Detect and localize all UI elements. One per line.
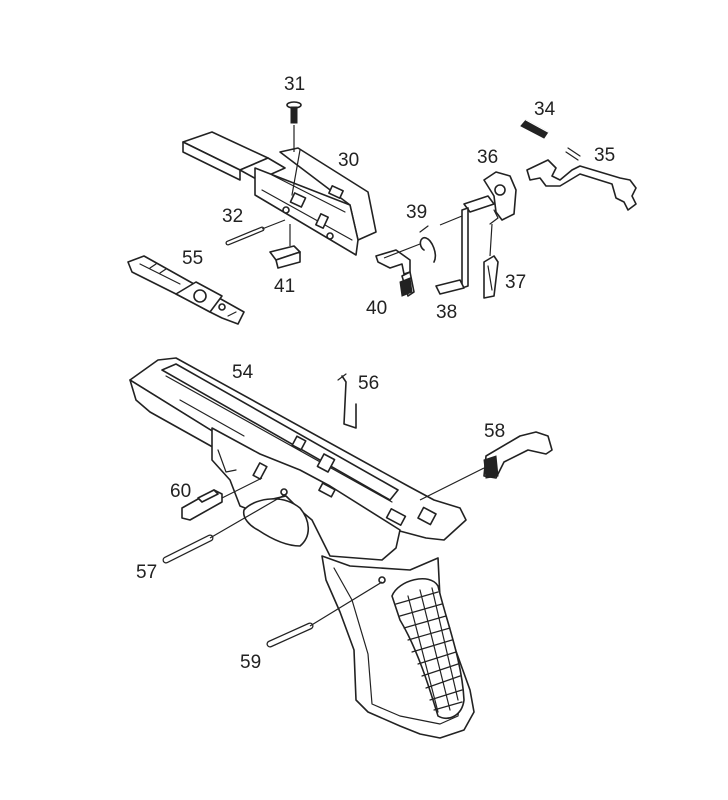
callout-39: 39 bbox=[406, 202, 427, 223]
callout-55: 55 bbox=[182, 248, 203, 269]
part-36-sear bbox=[463, 171, 517, 225]
callout-35: 35 bbox=[594, 145, 615, 166]
callout-32: 32 bbox=[222, 206, 243, 227]
part-37-ejector bbox=[483, 223, 499, 299]
part-34-spring bbox=[520, 119, 549, 139]
callout-58: 58 bbox=[484, 421, 505, 442]
callout-31: 31 bbox=[284, 74, 305, 95]
part-38-pin bbox=[435, 207, 469, 295]
callout-labels: 31 30 34 35 36 32 39 55 41 37 40 38 54 5… bbox=[136, 74, 615, 673]
part-60-block bbox=[181, 477, 263, 521]
callout-41: 41 bbox=[274, 276, 295, 297]
part-59-pin bbox=[266, 581, 383, 648]
part-54-frame bbox=[129, 357, 475, 739]
callout-59: 59 bbox=[240, 652, 261, 673]
callout-36: 36 bbox=[477, 147, 498, 168]
callout-40: 40 bbox=[366, 298, 387, 319]
part-30-housing bbox=[182, 131, 377, 256]
part-58-catch bbox=[419, 431, 553, 501]
callout-34: 34 bbox=[534, 99, 556, 120]
part-32-pin bbox=[225, 219, 286, 246]
callout-38: 38 bbox=[436, 302, 457, 323]
callout-56: 56 bbox=[358, 373, 379, 394]
callout-57: 57 bbox=[136, 562, 157, 583]
part-40-bracket bbox=[375, 243, 421, 297]
part-35-trigger-bar bbox=[526, 147, 637, 211]
callout-54: 54 bbox=[232, 362, 254, 383]
callout-37: 37 bbox=[505, 272, 526, 293]
part-55-plate bbox=[127, 255, 245, 325]
part-31-screw bbox=[286, 101, 302, 152]
part-57-pin bbox=[162, 493, 287, 564]
part-56-spring bbox=[337, 373, 357, 429]
part-39-spring bbox=[419, 215, 463, 263]
grip-texture bbox=[395, 587, 463, 713]
callout-60: 60 bbox=[170, 481, 191, 502]
callout-30: 30 bbox=[338, 150, 359, 171]
part-41-block bbox=[269, 224, 301, 269]
